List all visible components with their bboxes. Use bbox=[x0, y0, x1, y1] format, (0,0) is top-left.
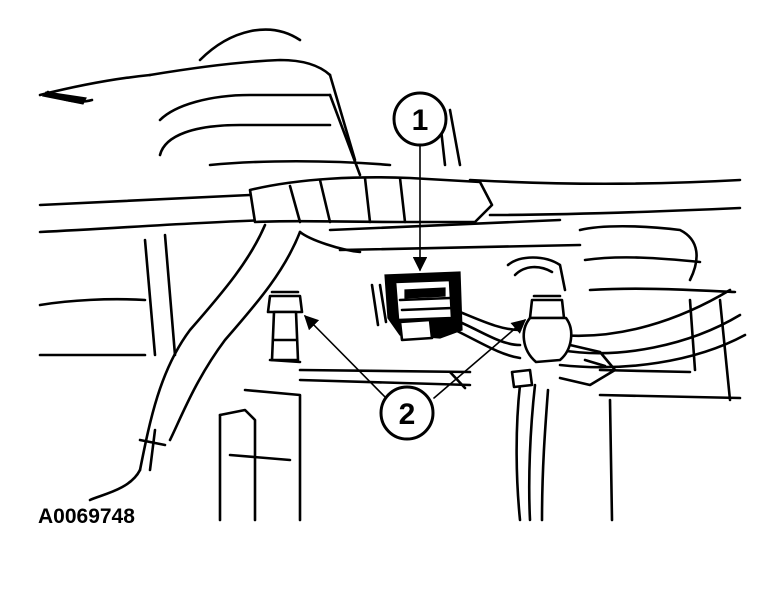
figure-reference-code: A0069748 bbox=[38, 505, 135, 528]
callout-1-label: 1 bbox=[412, 104, 429, 137]
callout-2-circle bbox=[379, 385, 435, 441]
wiring-harness bbox=[88, 176, 747, 522]
leader-arrows bbox=[303, 144, 527, 401]
callout-1-circle bbox=[392, 91, 448, 147]
callout-2-label: 2 bbox=[399, 398, 416, 431]
leader-arrow-2-left bbox=[303, 314, 389, 401]
leader-arrow-2-right bbox=[433, 319, 527, 399]
right-mounting-bolt bbox=[506, 256, 617, 389]
callout-1: 1 bbox=[392, 91, 448, 147]
left-mounting-bolt bbox=[266, 290, 304, 364]
connector-body bbox=[370, 271, 522, 360]
callout-2: 2 bbox=[379, 385, 435, 441]
